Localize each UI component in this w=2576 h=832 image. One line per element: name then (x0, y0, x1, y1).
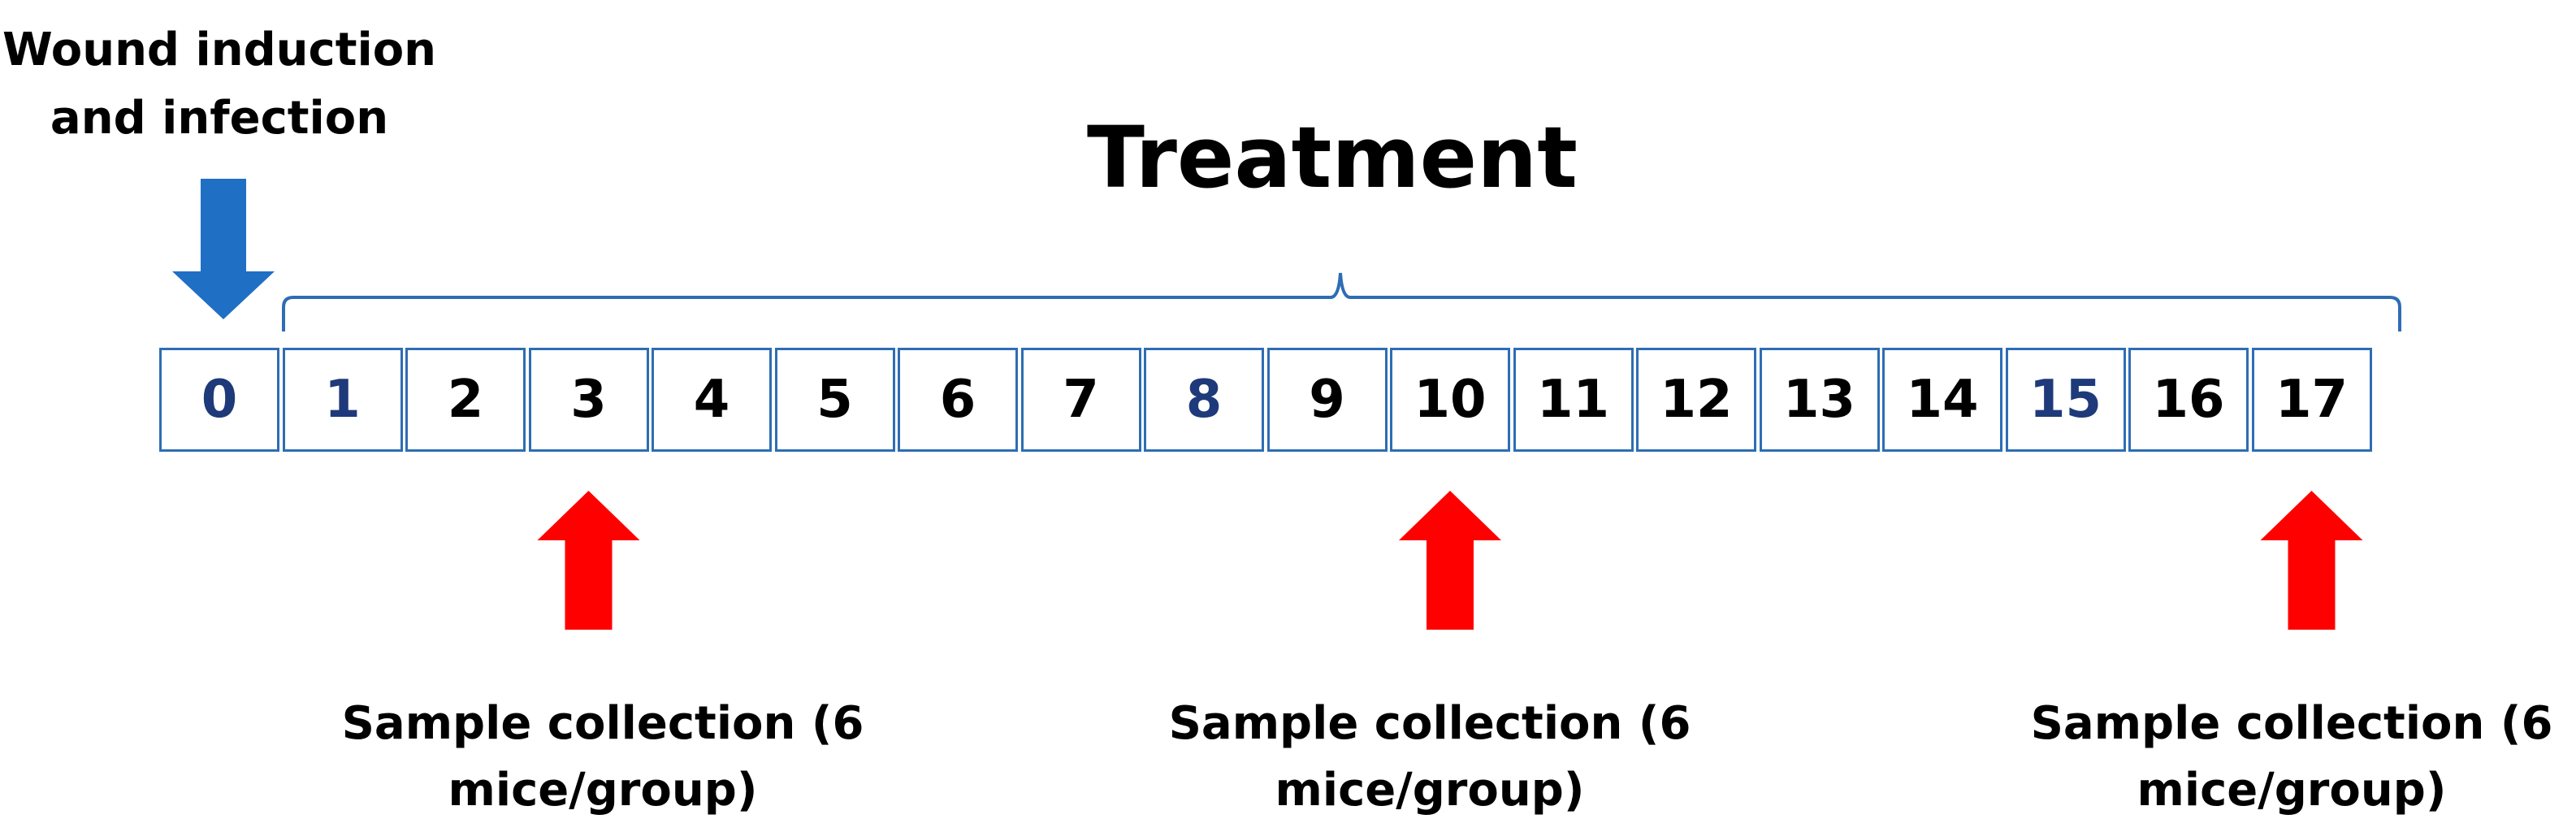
sample-collection-line: Sample collection (6 (2030, 697, 2553, 750)
day-box-12: 12 (1636, 348, 1756, 452)
day-box-15: 15 (2005, 348, 2126, 452)
day-box-10: 10 (1390, 348, 1510, 452)
sample-collection-line: mice/group) (1275, 764, 1585, 817)
day-box-5: 5 (774, 348, 895, 452)
day-box-7: 7 (1020, 348, 1141, 452)
sample-collection-line: mice/group) (448, 764, 758, 817)
sample-collection-line: Sample collection (6 (1168, 697, 1691, 750)
sample-arrow-day-3 (537, 491, 640, 630)
wound-induction-label: Wound induction and infection (0, 16, 439, 153)
treatment-title: Treatment (1087, 108, 1578, 207)
day-box-3: 3 (528, 348, 649, 452)
wound-induction-arrow (172, 179, 275, 319)
day-box-1: 1 (282, 348, 403, 452)
sample-arrow-day-17 (2260, 491, 2363, 630)
sample-collection-line: Sample collection (6 (341, 697, 864, 750)
day-box-11: 11 (1513, 348, 1634, 452)
day-box-9: 9 (1266, 348, 1388, 452)
day-box-4: 4 (652, 348, 772, 452)
wound-induction-line-2: and infection (50, 92, 389, 145)
sample-collection-line: mice/group) (2137, 764, 2447, 817)
sample-arrows (537, 491, 2363, 630)
day-box-2: 2 (405, 348, 526, 452)
sample-collection-label-day-10: Sample collection (6 mice/group) (1145, 691, 1714, 824)
treatment-brace (282, 272, 2401, 332)
day-box-6: 6 (898, 348, 1018, 452)
sample-collection-label-day-17: Sample collection (6 mice/group) (2007, 691, 2576, 824)
day-box-17: 17 (2251, 348, 2372, 452)
day-box-0: 0 (159, 348, 279, 452)
day-box-13: 13 (1759, 348, 1880, 452)
sample-collection-label-day-3: Sample collection (6 mice/group) (318, 691, 887, 824)
sample-arrow-day-10 (1399, 491, 1501, 630)
day-box-8: 8 (1144, 348, 1264, 452)
day-box-14: 14 (1882, 348, 2002, 452)
wound-induction-line-1: Wound induction (2, 24, 437, 76)
day-box-16: 16 (2128, 348, 2249, 452)
